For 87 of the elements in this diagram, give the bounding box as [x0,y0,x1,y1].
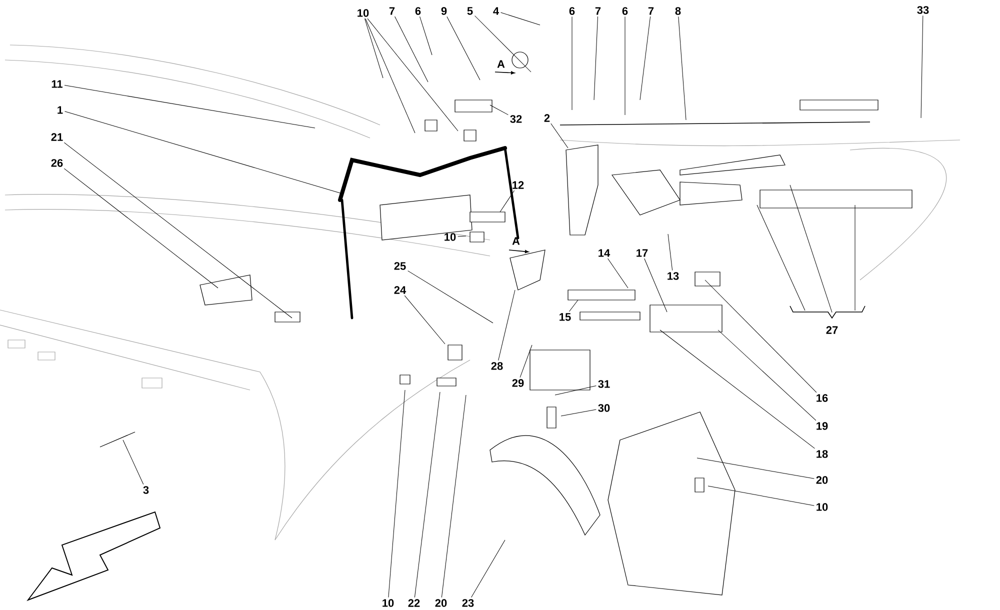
callout-number: 11 [52,80,62,88]
leader-line [920,15,924,118]
callout-number: 14 [598,249,610,257]
callout-number: 20 [435,599,447,607]
callout-number: 29 [512,379,524,387]
callout-number: 24 [394,286,406,294]
callout-number: 13 [668,272,679,280]
callout-number: 7 [595,7,601,15]
leader-line [420,16,432,56]
leader-line [520,344,532,378]
callout-number: 3 [143,486,149,494]
callout-number: 22 [408,599,420,607]
view-label: A [512,237,520,245]
callout-number: 10 [382,599,394,607]
callout-number: 26 [51,159,63,167]
callout-number: 18 [816,450,828,458]
leader-line [414,392,440,598]
callout-number: 15 [560,313,571,321]
callout-number: 6 [569,7,575,15]
callout-number: 10 [358,9,369,17]
callout-number: 5 [467,7,473,15]
leader-line [644,258,668,312]
callout-number: 17 [636,249,648,257]
leader-line [498,290,516,361]
leader-line [756,204,806,311]
leader-line [64,111,340,194]
callout-number: 21 [51,133,63,141]
callout-number: 30 [598,404,610,412]
leader-line [554,386,596,396]
leader-line [458,236,466,237]
view-label: A [497,60,505,68]
leader-line [668,234,673,271]
leader-line [441,394,466,598]
leader-line [394,16,428,82]
callout-number: 9 [441,7,447,15]
leader-line [64,168,218,288]
leader-line [550,123,568,148]
leader-line [704,280,817,393]
callout-number: 7 [648,7,654,15]
callout-number: 6 [622,7,628,15]
leader-line [388,390,406,598]
leader-line [708,486,814,506]
callout-number: 10 [816,503,828,511]
leader-line [367,18,458,132]
callout-number: 8 [675,7,681,15]
leader-line [678,16,686,120]
leader-line [624,16,626,116]
callout-number: 25 [394,262,406,270]
callout-number: 27 [826,326,838,334]
leader-line [608,258,628,288]
callout-number: 16 [816,394,828,402]
callout-number: 10 [444,233,456,241]
callout-number: 7 [389,7,395,15]
leader-line [64,85,316,128]
leader-line [500,12,540,26]
leader-line [446,16,480,80]
leader-line [660,330,815,449]
leader-line [790,184,832,313]
leader-line [404,295,446,344]
leader-line [490,104,508,116]
callout-number: 33 [917,6,929,14]
leader-line [364,18,384,78]
callout-number: 31 [598,380,610,388]
callout-number: 2 [544,114,550,122]
leader-line [718,330,816,421]
callout-number: 28 [491,362,503,370]
leader-line [854,204,856,311]
callout-number: 19 [816,422,828,430]
leader-line [594,16,598,100]
leader-line [560,409,596,416]
leader-line [474,16,532,72]
leader-line [408,270,494,324]
leader-line [696,458,814,479]
leader-line [64,142,292,318]
leader-line [569,300,578,312]
callout-number: 4 [493,7,499,15]
leader-line [122,440,144,485]
callout-number: 1 [58,106,63,114]
leader-line [365,18,416,134]
leader-line [471,540,506,598]
leader-line [500,190,515,212]
callout-number: 32 [510,115,522,123]
callout-number: 6 [415,7,421,15]
callout-number: 23 [462,599,474,607]
callout-number: 12 [512,181,524,189]
callout-number: 20 [816,476,828,484]
leader-line [640,16,651,100]
